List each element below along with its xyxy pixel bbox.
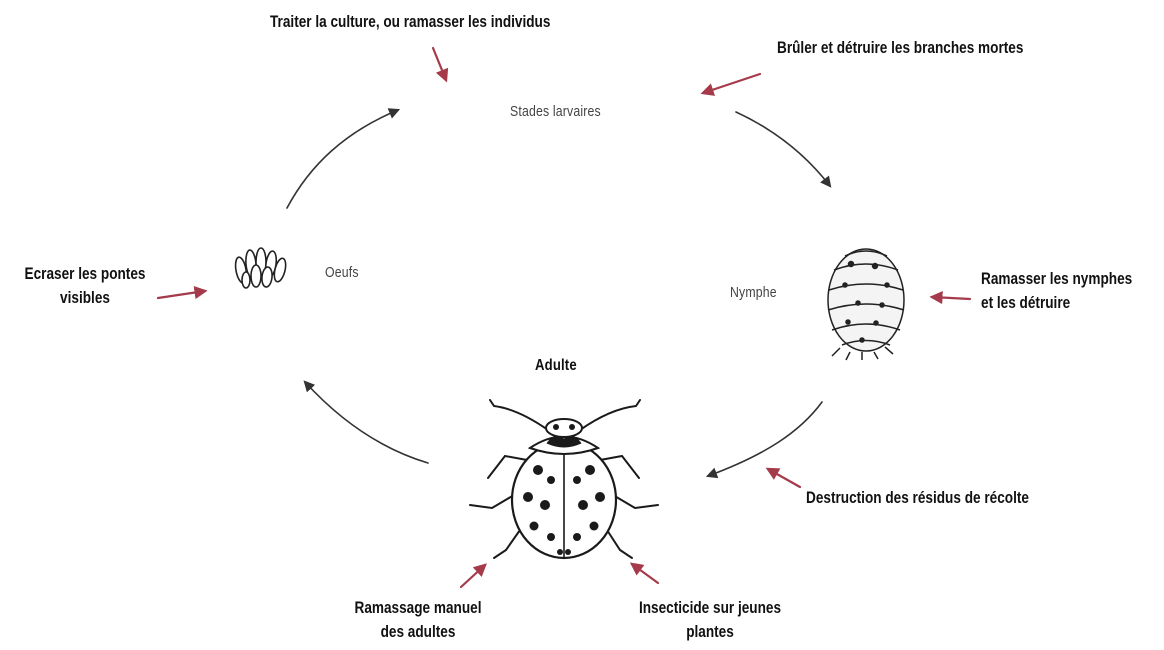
pupa-icon <box>828 249 904 360</box>
cycle-arrow-eggs-to-larvae <box>287 110 398 208</box>
stage-larvae-label: Stades larvaires <box>510 103 601 120</box>
eggs-control-label: Ecraser les pontes visibles <box>17 262 153 310</box>
cycle-arrow-pupa-to-adult <box>708 402 822 476</box>
control-arrow-larvae <box>433 48 446 80</box>
cycle-arrow-adult-to-eggs <box>305 382 428 463</box>
cycle-arrow-larvae-to-pupa <box>736 112 830 186</box>
residue-control-label: Destruction des résidus de récolte <box>806 486 1029 510</box>
larvae-control-label: Traiter la culture, ou ramasser les indi… <box>270 10 550 34</box>
ladybird-beetle-icon <box>470 400 658 558</box>
stage-adult-label: Adulte <box>535 357 577 375</box>
egg-cluster-icon <box>234 248 288 288</box>
stage-pupa-label: Nymphe <box>730 284 777 301</box>
control-arrow-manual <box>461 565 485 587</box>
control-arrow-insecticide <box>632 564 658 583</box>
stage-eggs-label: Oeufs <box>325 264 359 281</box>
control-arrow-residue <box>768 469 800 487</box>
manual-control-label: Ramassage manuel des adultes <box>338 596 498 644</box>
control-arrow-pupa <box>932 297 970 299</box>
branches-control-label: Brûler et détruire les branches mortes <box>777 36 1023 60</box>
control-arrow-branches <box>703 74 760 93</box>
insecticide-control-label: Insecticide sur jeunes plantes <box>622 596 798 644</box>
control-arrow-eggs <box>158 291 205 298</box>
pupa-control-label: Ramasser les nymphes et les détruire <box>981 267 1132 315</box>
